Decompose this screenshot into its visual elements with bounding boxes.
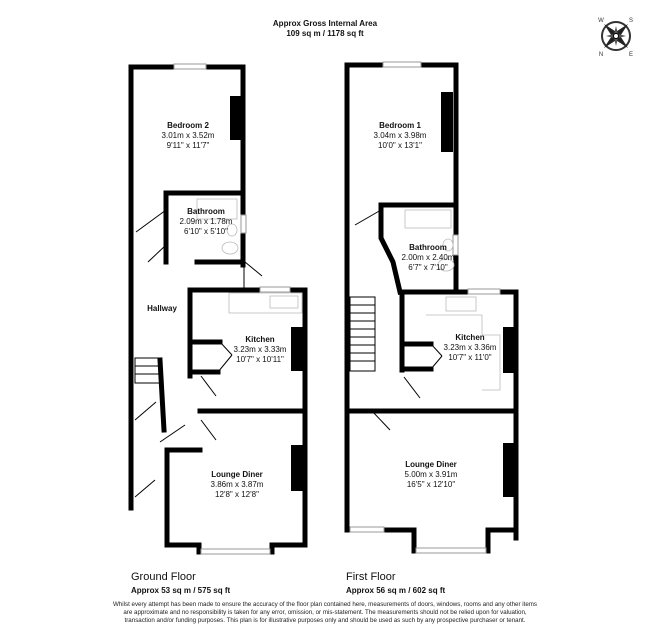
room-label-lounge-diner: Lounge Diner 3.86m x 3.87m 12'8" x 12'8" (211, 470, 264, 500)
chimney-breast (441, 92, 453, 152)
room-metric: 5.00m x 3.91m (404, 470, 458, 479)
gross-area-title: Approx Gross Internal Area (272, 19, 378, 28)
room-name: Hallway (147, 304, 177, 313)
room-name: Bathroom (187, 207, 225, 216)
room-imperial: 10'7" x 10'11" (236, 355, 284, 364)
room-metric: 2.00m x 2.40m (401, 253, 455, 262)
room-metric: 3.23m x 3.33m (233, 345, 287, 354)
ground-floor-area: Approx 53 sq m / 575 sq ft (131, 586, 231, 595)
room-imperial: 6'7" x 7'10" (408, 263, 448, 272)
room-metric: 3.01m x 3.52m (161, 131, 215, 140)
gross-area-value: 109 sq m / 1178 sq ft (286, 29, 364, 38)
room-metric: 3.23m x 3.36m (443, 343, 497, 352)
room-name: Lounge Diner (211, 470, 263, 479)
first-floor-title: First Floor (346, 571, 396, 583)
room-metric: 3.86m x 3.87m (210, 480, 264, 489)
room-metric: 3.04m x 3.98m (373, 131, 427, 140)
room-imperial: 10'7" x 11'0" (448, 353, 492, 362)
compass-rose-icon: W S E N (598, 18, 633, 58)
room-name: Lounge Diner (405, 460, 457, 469)
chimney-breast (503, 327, 515, 373)
first-floor-area: Approx 56 sq m / 602 sq ft (346, 586, 446, 595)
room-imperial: 16'5" x 12'10" (406, 480, 456, 489)
ground-floor-title: Ground Floor (131, 571, 196, 583)
room-name: Kitchen (455, 333, 485, 342)
room-label-hallway: Hallway (147, 304, 177, 314)
ground-floor-plan (128, 63, 308, 555)
compass-letter: S (629, 18, 633, 24)
room-imperial: 12'8" x 12'8" (215, 490, 259, 499)
room-label-bedroom-2: Bedroom 2 3.01m x 3.52m 9'11" x 11'7" (162, 121, 215, 151)
room-imperial: 10'0" x 13'1" (378, 141, 422, 150)
room-label-bathroom: Bathroom 2.09m x 1.78m 6'10" x 5'10" (180, 207, 233, 237)
chimney-breast (230, 96, 243, 140)
room-label-bedroom-1: Bedroom 1 3.04m x 3.98m 10'0" x 13'1" (374, 121, 427, 151)
chimney-breast (503, 443, 515, 497)
room-imperial: 6'10" x 5'10" (184, 227, 228, 236)
room-name: Bathroom (409, 243, 447, 252)
room-name: Bedroom 1 (379, 121, 421, 130)
room-name: Bedroom 2 (167, 121, 209, 130)
room-label-bathroom: Bathroom 2.00m x 2.40m 6'7" x 7'10" (402, 243, 455, 273)
compass-letter: E (629, 52, 633, 58)
first-floor-plan (344, 61, 519, 554)
room-label-lounge-diner: Lounge Diner 5.00m x 3.91m 16'5" x 12'10… (405, 460, 458, 490)
room-metric: 2.09m x 1.78m (179, 217, 233, 226)
compass-letter: W (598, 18, 604, 24)
stairs (350, 304, 375, 362)
room-name: Kitchen (245, 335, 275, 344)
chimney-breast (291, 327, 303, 371)
room-label-kitchen: Kitchen 3.23m x 3.36m 10'7" x 11'0" (444, 333, 497, 363)
compass-letter: N (599, 52, 603, 58)
room-imperial: 9'11" x 11'7" (166, 141, 210, 150)
room-label-kitchen: Kitchen 3.23m x 3.33m 10'7" x 10'11" (234, 335, 287, 365)
disclaimer: Whilst every attempt has been made to en… (112, 601, 538, 624)
chimney-breast (291, 445, 303, 491)
